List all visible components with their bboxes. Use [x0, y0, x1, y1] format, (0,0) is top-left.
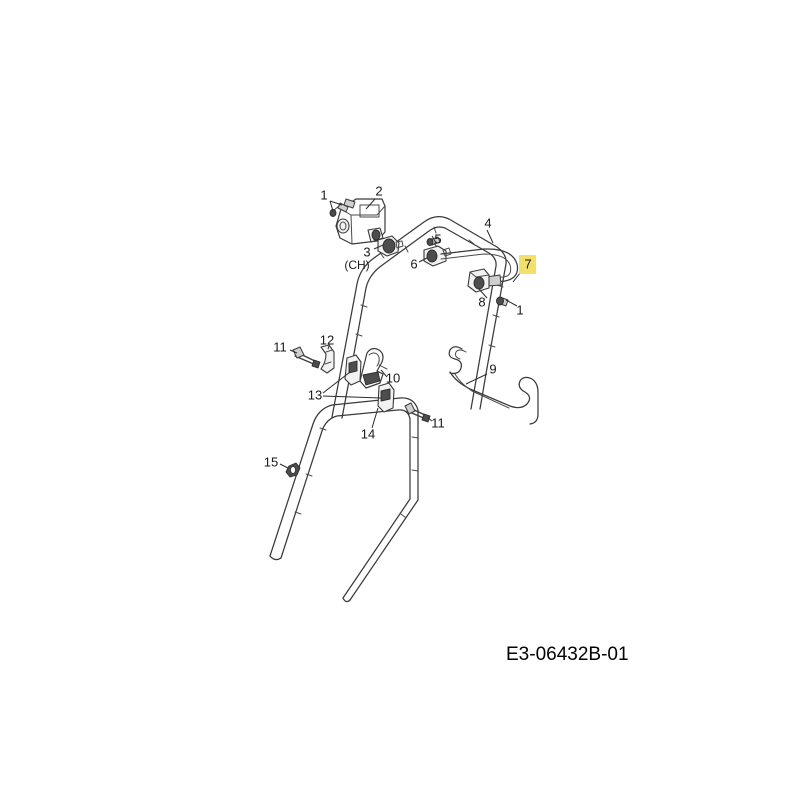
- part-8-cable-bracket: [467, 268, 490, 299]
- drawing-code-label: E3-06432B-01: [506, 644, 629, 665]
- callout-9: 9: [489, 361, 496, 376]
- part-6-cable-clamp: [418, 245, 452, 267]
- callout-4: 4: [484, 215, 491, 230]
- callout-10: 10: [386, 370, 400, 385]
- part-1-screw-upper-left: [329, 198, 356, 217]
- callout-1-upper: 1: [320, 187, 327, 202]
- part-13-cable-clamps: [322, 354, 395, 413]
- part-5-small-screw: [426, 235, 441, 248]
- part-11-bolt-right: [404, 402, 433, 423]
- highlight-badge-7: [519, 255, 536, 274]
- callout-labels: 1 2 3 (CH) 4 5 6 7 8 1 11 12 10 13 9 11 …: [264, 183, 532, 469]
- callout-1-lower: 1: [516, 302, 523, 317]
- part-1-screw-lower-right: [496, 296, 518, 307]
- part-10-latch-lever: [359, 347, 388, 389]
- part-9-wire-rod: [448, 346, 539, 425]
- part-11-bolt-left: [289, 346, 321, 369]
- callout-15: 15: [264, 454, 278, 469]
- lower-handle-bar: [269, 397, 419, 603]
- callout-11-left: 11: [273, 339, 287, 354]
- callout-13: 13: [308, 387, 322, 402]
- callout-7-highlighted: 7: [524, 256, 531, 271]
- part-15-grommet: [279, 462, 301, 478]
- part-2-switch-housing: [335, 198, 386, 245]
- callout-8: 8: [478, 294, 485, 309]
- callout-2: 2: [375, 183, 382, 198]
- part-3-connector-plug: [373, 235, 404, 259]
- part-12-clip: [320, 344, 335, 374]
- callout-3: 3: [363, 244, 370, 259]
- callout-6: 6: [410, 256, 417, 271]
- callout-11-right: 11: [431, 415, 445, 430]
- upper-handle-bar: [331, 215, 507, 419]
- callout-5: 5: [434, 231, 441, 246]
- callout-12: 12: [320, 332, 334, 347]
- callout-variant-note: (CH): [344, 258, 369, 272]
- callout-14: 14: [361, 426, 375, 441]
